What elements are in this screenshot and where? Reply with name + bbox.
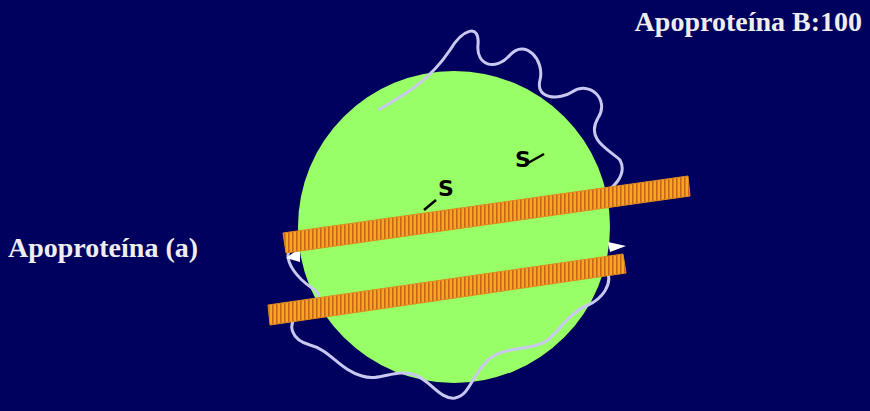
sulfur-atom: S [438, 178, 454, 200]
apoa-band [283, 176, 690, 253]
white-gap [608, 242, 626, 252]
apob100-chain [378, 31, 622, 195]
disulfide-bond [424, 200, 436, 210]
sulfur-atom: S [515, 149, 531, 171]
apoa-band [268, 254, 626, 325]
protein-label: Apoproteína B:100 [635, 8, 862, 36]
protein-label: Apoproteína (a) [8, 234, 198, 262]
